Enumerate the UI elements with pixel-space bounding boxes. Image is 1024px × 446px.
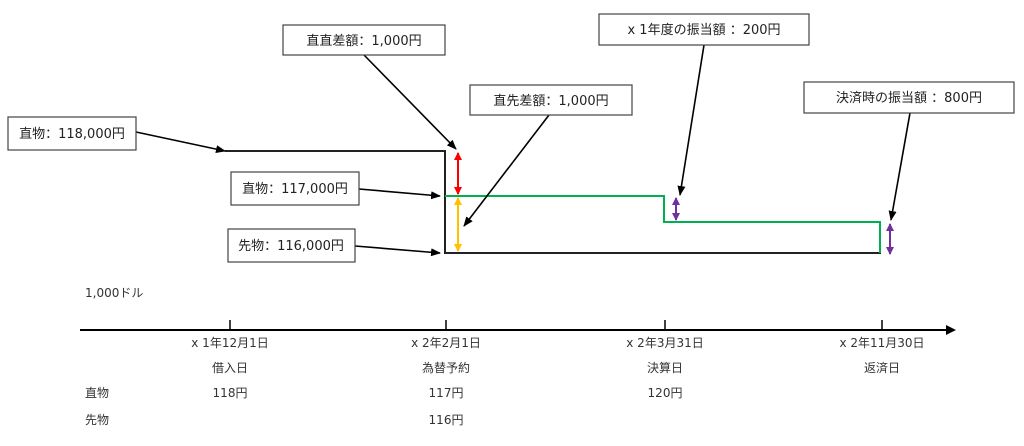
- timeline-event: 返済日: [864, 360, 900, 375]
- timeline-arrowhead: [946, 325, 956, 335]
- timeline-point: x 1年12月1日 借入日 118円: [191, 336, 268, 400]
- timeline-point: x 2年3月31日 決算日 120円: [626, 336, 703, 400]
- timeline-event: 借入日: [212, 361, 248, 375]
- callout-x1-allocation: x 1年度の振当額 ：200円: [598, 13, 810, 46]
- timeline-forward: 116円: [429, 413, 464, 427]
- row-label-forward: 先物: [85, 413, 109, 427]
- timeline-ticks: [229, 320, 883, 330]
- timeline-spot: 120円: [648, 386, 683, 400]
- amount-label: 1,000ドル: [85, 286, 143, 300]
- timeline-event: 決算日: [647, 360, 683, 375]
- timeline-point: x 2年11月30日 返済日: [839, 336, 924, 375]
- callout-settlement-allocation: 決済時の振当額 ：800円: [803, 81, 1015, 114]
- timeline-spot: 117円: [429, 386, 464, 400]
- timeline-date: x 2年2月1日: [411, 336, 481, 350]
- callout-text: 先物：116,000円: [238, 239, 344, 254]
- callout-spot-117: 直物：117,000円: [230, 171, 360, 206]
- callout-text: 直物：117,000円: [242, 182, 348, 197]
- pointer-arrows: [135, 44, 911, 257]
- callout-text: 直直差額：1,000円: [306, 34, 421, 49]
- timeline-event: 為替予約: [422, 360, 470, 375]
- callout-text: x 1年度の振当額 ：200円: [627, 22, 780, 38]
- callout-forward-116: 先物：116,000円: [227, 228, 356, 263]
- callout-text: 決済時の振当額 ：800円: [836, 90, 982, 106]
- callout-spot-spot-diff: 直直差額：1,000円: [282, 24, 446, 56]
- timeline-spot: 118円: [213, 386, 248, 400]
- timeline-date: x 2年3月31日: [626, 336, 703, 350]
- spot-rate-line: [225, 150, 881, 254]
- callout-spot-forward-diff: 直先差額：1,000円: [469, 84, 633, 116]
- callout-spot-118: 直物：118,000円: [7, 116, 137, 151]
- row-label-spot: 直物: [85, 386, 109, 400]
- timeline-point: x 2年2月1日 為替予約 117円 116円: [411, 336, 481, 427]
- timeline-date: x 2年11月30日: [839, 336, 924, 350]
- timeline-date: x 1年12月1日: [191, 336, 268, 350]
- callout-text: 直先差額：1,000円: [493, 94, 608, 109]
- callout-text: 直物：118,000円: [19, 127, 125, 142]
- allocation-line: [445, 195, 881, 253]
